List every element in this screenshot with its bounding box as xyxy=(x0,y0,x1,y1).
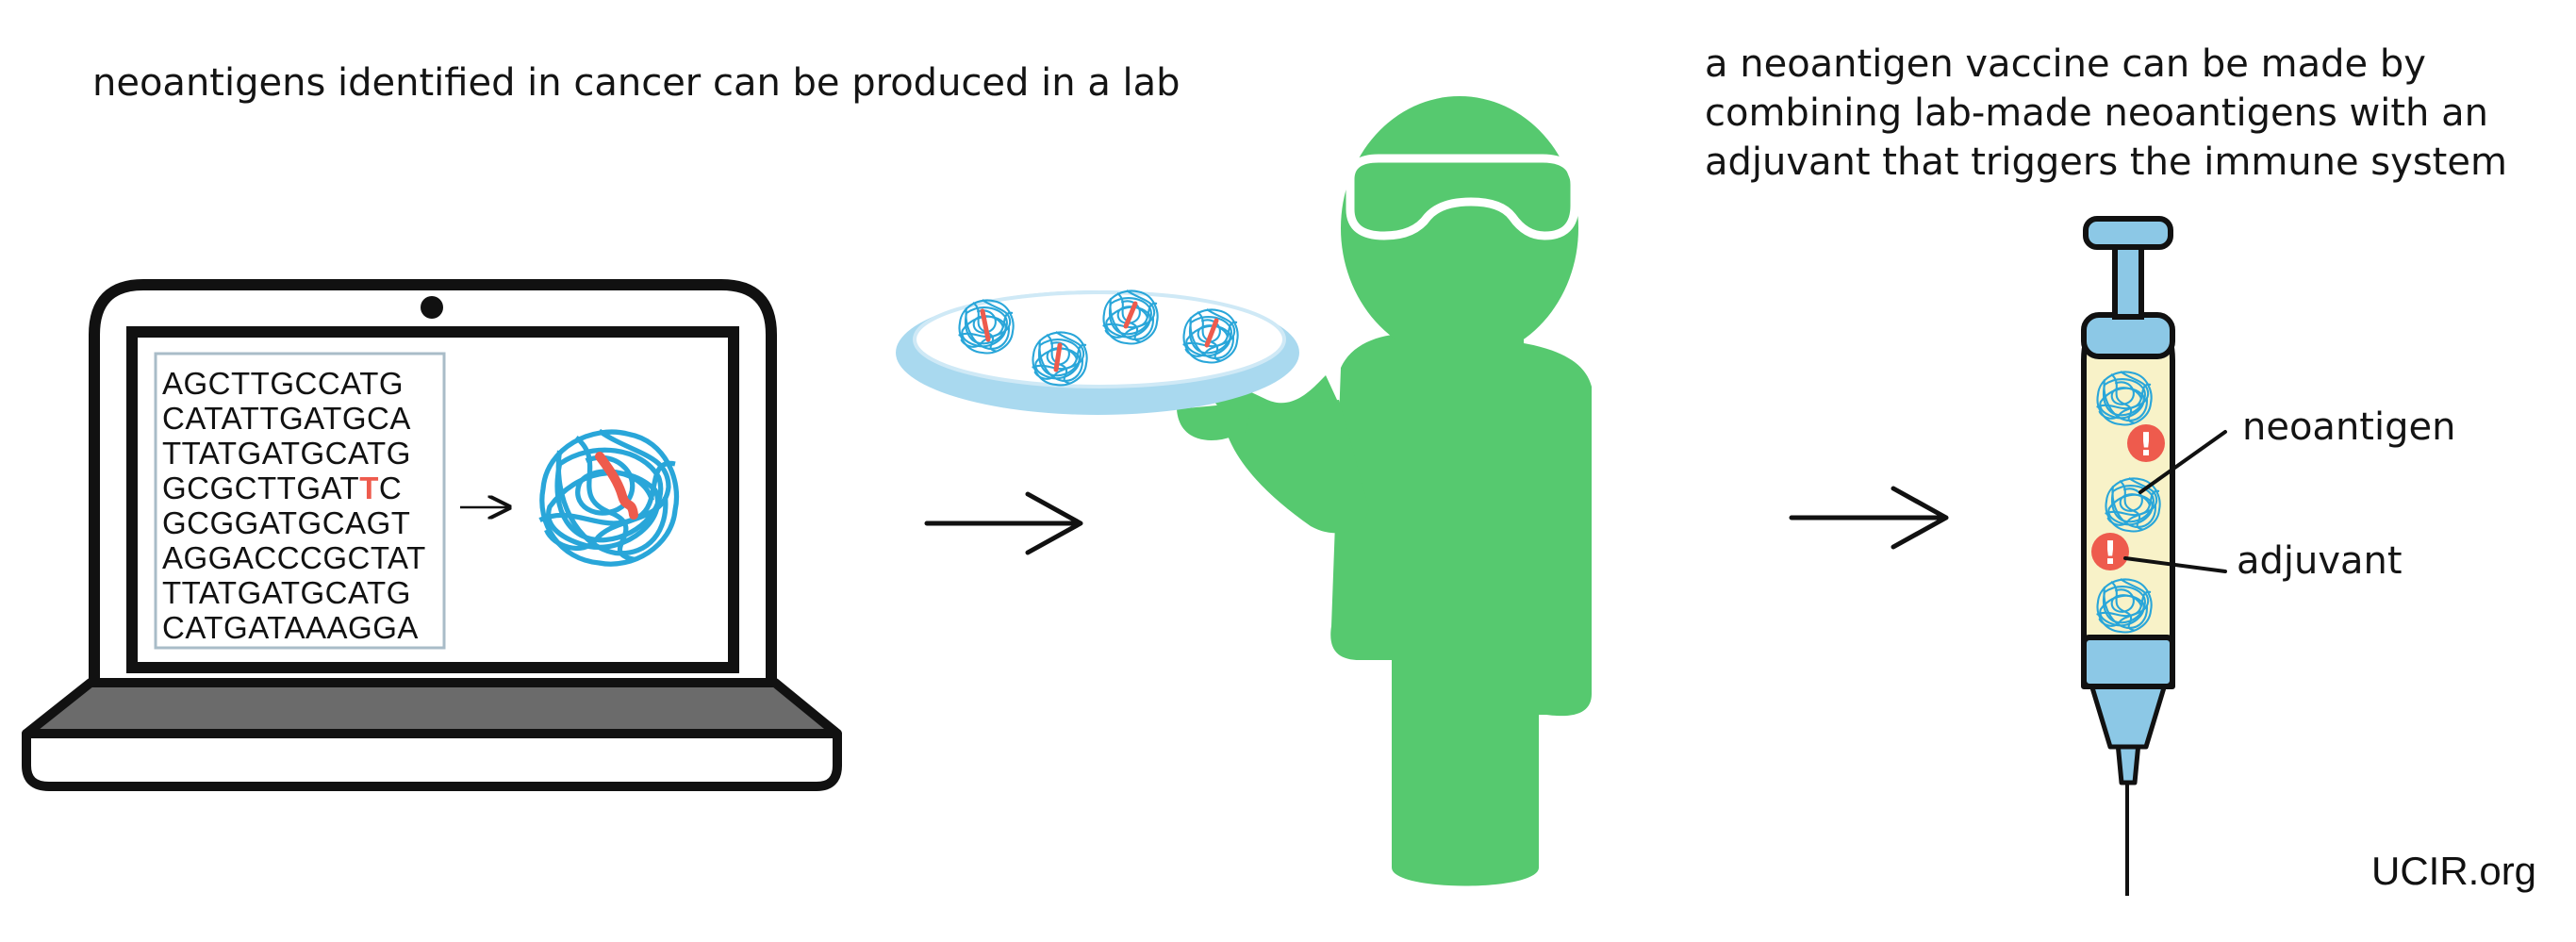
dna-line: TTATGATGCATG xyxy=(162,436,411,471)
dna-line: CATGATAAAGGA xyxy=(162,610,419,645)
adjuvant-label: adjuvant xyxy=(2237,539,2403,583)
dna-line: TTATGATGCATG xyxy=(162,575,411,610)
dna-line: AGCTTGCCATG xyxy=(162,366,405,401)
mutation-mark-icon xyxy=(1053,342,1063,372)
caption-right: a neoantigen vaccine can be made by comb… xyxy=(1705,40,2507,187)
dna-line-mutated: GCGCTTGATTC xyxy=(162,471,403,505)
caption-right-line-1: a neoantigen vaccine can be made by xyxy=(1705,42,2426,86)
dna-line: AGGACCCGCTAT xyxy=(162,540,426,575)
adjuvant-icon: ! xyxy=(2091,533,2129,572)
dna-line: CATATTGATGCA xyxy=(162,401,411,436)
mutation-mark-icon xyxy=(1204,318,1219,348)
dna-sequence-panel xyxy=(154,352,446,650)
adjuvant-leader-line xyxy=(2123,556,2227,573)
mutation-letter: T xyxy=(359,471,379,505)
mutation-mark-icon xyxy=(595,452,638,520)
caption-left: neoantigens identified in cancer can be … xyxy=(92,61,1181,105)
dna-sequence: AGCTTGCCATG CATATTGATGCA TTATGATGCATG GC… xyxy=(162,366,426,645)
caption-right-line-3: adjuvant that triggers the immune system xyxy=(1705,140,2507,184)
svg-text:!: ! xyxy=(2103,535,2118,572)
mutation-mark-icon xyxy=(1123,301,1138,329)
mutation-mark-icon xyxy=(980,308,991,342)
dna-line: GCGGATGCAGT xyxy=(162,505,411,540)
svg-text:!: ! xyxy=(2138,426,2154,464)
petri-dish-icon xyxy=(896,290,1299,415)
caption-right-line-2: combining lab-made neoantigens with an xyxy=(1705,91,2488,135)
neoantigen-label: neoantigen xyxy=(2242,405,2456,449)
arrow-icon xyxy=(924,491,1083,555)
lab-worker-icon xyxy=(1177,96,1592,886)
credit-text: UCIR.org xyxy=(2371,849,2537,893)
adjuvant-icon: ! xyxy=(2127,424,2165,464)
arrow-icon xyxy=(1789,486,1949,550)
neoantigen-leader-line xyxy=(2138,430,2227,494)
